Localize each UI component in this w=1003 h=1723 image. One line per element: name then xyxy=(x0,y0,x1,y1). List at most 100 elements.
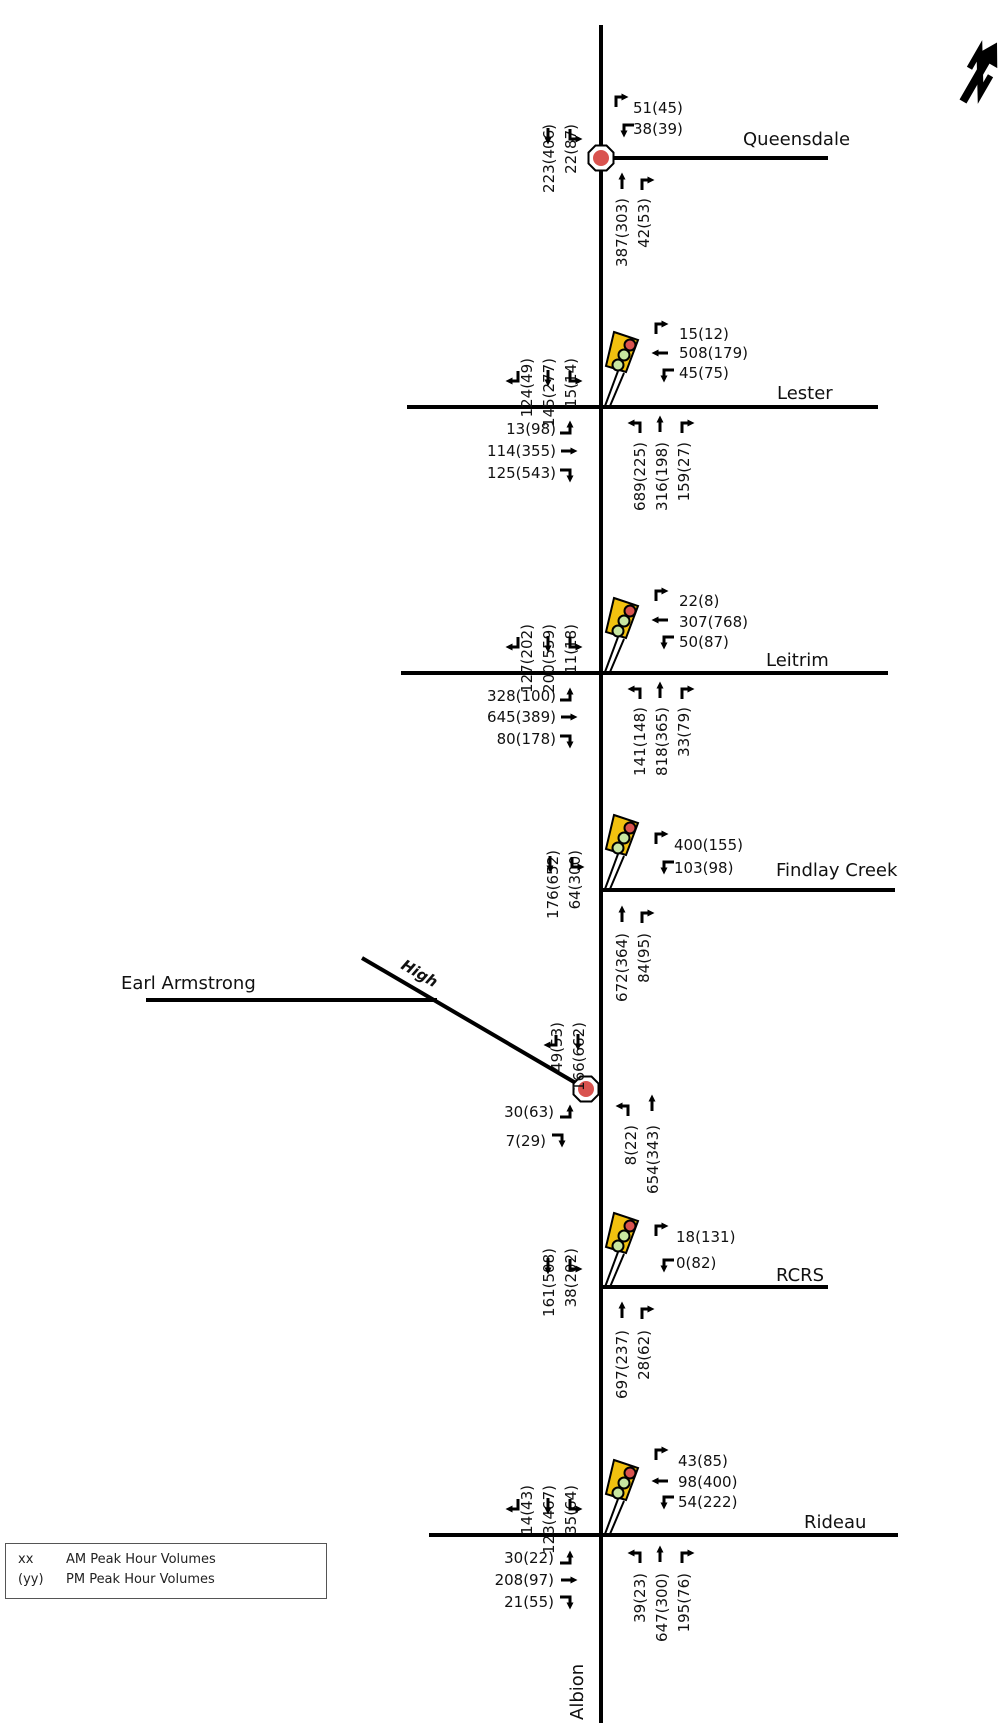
turn-arrow-icon xyxy=(656,324,664,334)
turn-arrow-icon xyxy=(510,1499,518,1509)
vol-high-sb-thru: 166(662) xyxy=(570,1022,588,1091)
vol-findlay-nb-right: 84(95) xyxy=(635,933,653,983)
legend-row-pm: (yy)PM Peak Hour Volumes xyxy=(18,1572,215,1587)
street-label-high: High xyxy=(398,956,441,991)
vol-findlay-wb-left: 400(155) xyxy=(674,836,743,854)
vol-queensdale-nb-right: 42(53) xyxy=(635,198,653,248)
vol-rideau-eb-thru: 208(97) xyxy=(495,1571,554,1589)
vol-high-eb-left: 30(63) xyxy=(504,1103,554,1121)
vol-leitrim-nb-left: 141(148) xyxy=(631,707,649,776)
vol-rideau-wb-right: 54(222) xyxy=(678,1493,737,1511)
turn-arrow-icon xyxy=(560,425,570,433)
vol-lester-wb-left: 15(12) xyxy=(679,325,729,343)
turn-arrow-icon xyxy=(560,736,570,744)
vol-rideau-eb-right: 21(55) xyxy=(504,1593,554,1611)
traffic-signal-icon xyxy=(604,814,639,890)
vol-high-nb-thru: 654(343) xyxy=(644,1125,662,1194)
vol-lester-eb-left: 13(98) xyxy=(506,420,556,438)
vol-rideau-eb-left: 30(22) xyxy=(504,1549,554,1567)
turn-arrow-icon xyxy=(656,1226,664,1236)
north-arrow-icon xyxy=(959,40,998,104)
vol-rideau-sb-right: 14(43) xyxy=(518,1485,536,1535)
vol-rideau-nb-left: 39(23) xyxy=(631,1573,649,1623)
vol-queensdale-sb-thru: 223(406) xyxy=(540,124,558,193)
turn-arrow-icon xyxy=(656,834,664,844)
traffic-signal-icon xyxy=(604,1212,639,1288)
turn-arrow-icon xyxy=(682,1553,690,1563)
vol-lester-nb-left: 689(225) xyxy=(631,442,649,511)
vol-findlay-sb-left: 64(300) xyxy=(566,850,584,909)
turn-arrow-icon xyxy=(642,913,650,923)
vol-findlay-sb-thru: 176(652) xyxy=(544,850,562,919)
vol-lester-eb-thru: 114(355) xyxy=(487,442,556,460)
vol-findlay-nb-thru: 672(364) xyxy=(613,933,631,1002)
vol-findlay-wb-right: 103(98) xyxy=(674,859,733,877)
stop-sign-icon xyxy=(587,144,615,172)
vol-rcrs-nb-right: 28(62) xyxy=(635,1330,653,1380)
street-label-leitrim: Leitrim xyxy=(766,650,829,671)
legend-box: xx AM Peak Hour Volumes (yy)PM Peak Hour … xyxy=(5,1543,327,1599)
legend-pm-key: (yy) xyxy=(18,1572,44,1587)
street-label-rideau: Rideau xyxy=(804,1512,866,1533)
vol-rideau-nb-right: 195(76) xyxy=(675,1573,693,1632)
vol-high-eb-right: 7(29) xyxy=(506,1132,546,1150)
turn-arrow-icon xyxy=(664,1497,674,1505)
traffic-signal-icon xyxy=(604,331,639,407)
vol-queensdale-sb-left: 22(87) xyxy=(562,124,580,174)
turn-arrow-icon xyxy=(664,637,674,645)
vol-high-nb-left: 8(22) xyxy=(622,1125,640,1165)
turn-arrow-icon xyxy=(560,1109,570,1117)
legend-am-key: xx xyxy=(18,1552,34,1567)
vol-leitrim-sb-right: 127(202) xyxy=(518,624,536,693)
vol-rcrs-wb-right: 0(82) xyxy=(676,1254,716,1272)
vol-rcrs-sb-left: 38(202) xyxy=(562,1248,580,1307)
turn-arrow-icon xyxy=(632,1553,640,1563)
vol-lester-sb-right: 124(49) xyxy=(518,358,536,417)
vol-leitrim-sb-left: 11(18) xyxy=(562,624,580,674)
vol-queensdale-nb-thru: 387(303) xyxy=(613,198,631,267)
legend-row-am: xx AM Peak Hour Volumes xyxy=(18,1552,216,1567)
vol-rideau-nb-thru: 647(300) xyxy=(653,1573,671,1642)
vol-leitrim-wb-thru: 307(768) xyxy=(679,613,748,631)
street-label-rcrs: RCRS xyxy=(776,1265,824,1286)
vol-rideau-sb-thru: 123(467) xyxy=(540,1485,558,1554)
vol-leitrim-wb-left: 22(8) xyxy=(679,592,719,610)
street-label-queensdale: Queensdale xyxy=(743,129,850,150)
vol-queensdale-wb-right: 38(39) xyxy=(633,120,683,138)
vol-rcrs-sb-thru: 161(508) xyxy=(540,1248,558,1317)
turn-arrow-icon xyxy=(656,591,664,601)
vol-leitrim-nb-thru: 818(365) xyxy=(653,707,671,776)
high-road xyxy=(360,956,588,1091)
vol-leitrim-eb-thru: 645(389) xyxy=(487,708,556,726)
legend-am-text: AM Peak Hour Volumes xyxy=(66,1552,216,1567)
turn-arrow-icon xyxy=(632,689,640,699)
turn-arrow-icon xyxy=(664,370,674,378)
street-label-earl-armstrong: Earl Armstrong xyxy=(121,973,256,994)
turn-arrow-icon xyxy=(656,1450,664,1460)
vol-lester-sb-thru: 145(277) xyxy=(540,358,558,427)
vol-leitrim-eb-left: 328(100) xyxy=(487,687,556,705)
turn-arrow-icon xyxy=(552,1135,562,1143)
street-label-albion: Albion xyxy=(567,1664,588,1720)
turn-arrow-icon xyxy=(632,423,640,433)
vol-leitrim-eb-right: 80(178) xyxy=(497,730,556,748)
vol-rcrs-nb-thru: 697(237) xyxy=(613,1330,631,1399)
turn-arrow-icon xyxy=(560,1597,570,1605)
turn-arrow-icon xyxy=(682,423,690,433)
vol-leitrim-sb-thru: 200(559) xyxy=(540,624,558,693)
turn-arrow-icon xyxy=(510,637,518,647)
turn-arrow-icon xyxy=(560,692,570,700)
street-label-lester: Lester xyxy=(777,383,833,404)
turn-arrow-icon xyxy=(664,1260,674,1268)
turn-arrow-icon xyxy=(510,371,518,381)
turn-arrow-icon xyxy=(642,1309,650,1319)
vol-rcrs-wb-left: 18(131) xyxy=(676,1228,735,1246)
traffic-signal-icon xyxy=(604,597,639,673)
vol-lester-wb-thru: 508(179) xyxy=(679,344,748,362)
vol-rideau-wb-left: 43(85) xyxy=(678,1452,728,1470)
vol-leitrim-wb-right: 50(87) xyxy=(679,633,729,651)
turn-arrow-icon xyxy=(616,97,624,107)
vol-lester-eb-right: 125(543) xyxy=(487,464,556,482)
vol-rideau-wb-thru: 98(400) xyxy=(678,1473,737,1491)
street-label-findlay-creek: Findlay Creek xyxy=(776,860,898,881)
